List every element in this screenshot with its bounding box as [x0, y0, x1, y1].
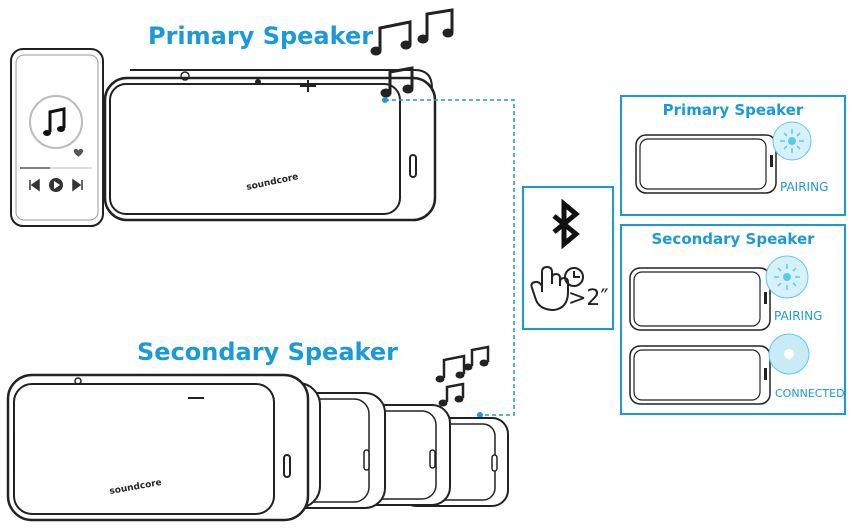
- clock-icon: [564, 267, 584, 287]
- hold-time-label: >2″: [568, 286, 609, 311]
- primary-panel-drawing: [635, 121, 812, 194]
- secondary-connected-status: CONNECTED: [775, 387, 845, 400]
- next-icon: [72, 178, 83, 192]
- music-notes-secondary: [435, 345, 490, 407]
- primary-speaker-title: Primary Speaker: [148, 22, 374, 50]
- music-note-icon: [43, 107, 66, 136]
- primary-pairing-status: PAIRING: [780, 180, 829, 194]
- bluetooth-icon: [552, 198, 580, 250]
- heart-icon: [73, 148, 84, 157]
- play-icon: [49, 178, 63, 192]
- dashed-connector: [382, 97, 515, 418]
- primary-speaker: soundcore: [103, 69, 437, 222]
- secondary-speaker-title: Secondary Speaker: [137, 338, 398, 366]
- phone: [10, 48, 104, 227]
- bluetooth-instruction-box: >2″: [522, 186, 614, 330]
- secondary-speaker-panel: Secondary Speaker PAIRING CONNECTED: [620, 224, 846, 415]
- music-notes-primary: [370, 8, 454, 98]
- bluetooth-instruction-icons: [530, 198, 584, 312]
- primary-panel-title: Primary Speaker: [662, 101, 804, 119]
- secondary-pairing-status: PAIRING: [774, 309, 823, 323]
- secondary-panel-drawing: [629, 255, 810, 405]
- secondary-panel-title: Secondary Speaker: [651, 230, 815, 248]
- previous-icon: [29, 178, 40, 192]
- hand-press-icon: [530, 265, 569, 312]
- secondary-speaker-front: soundcore: [6, 373, 310, 522]
- primary-speaker-panel: Primary Speaker PAIRING: [620, 95, 846, 216]
